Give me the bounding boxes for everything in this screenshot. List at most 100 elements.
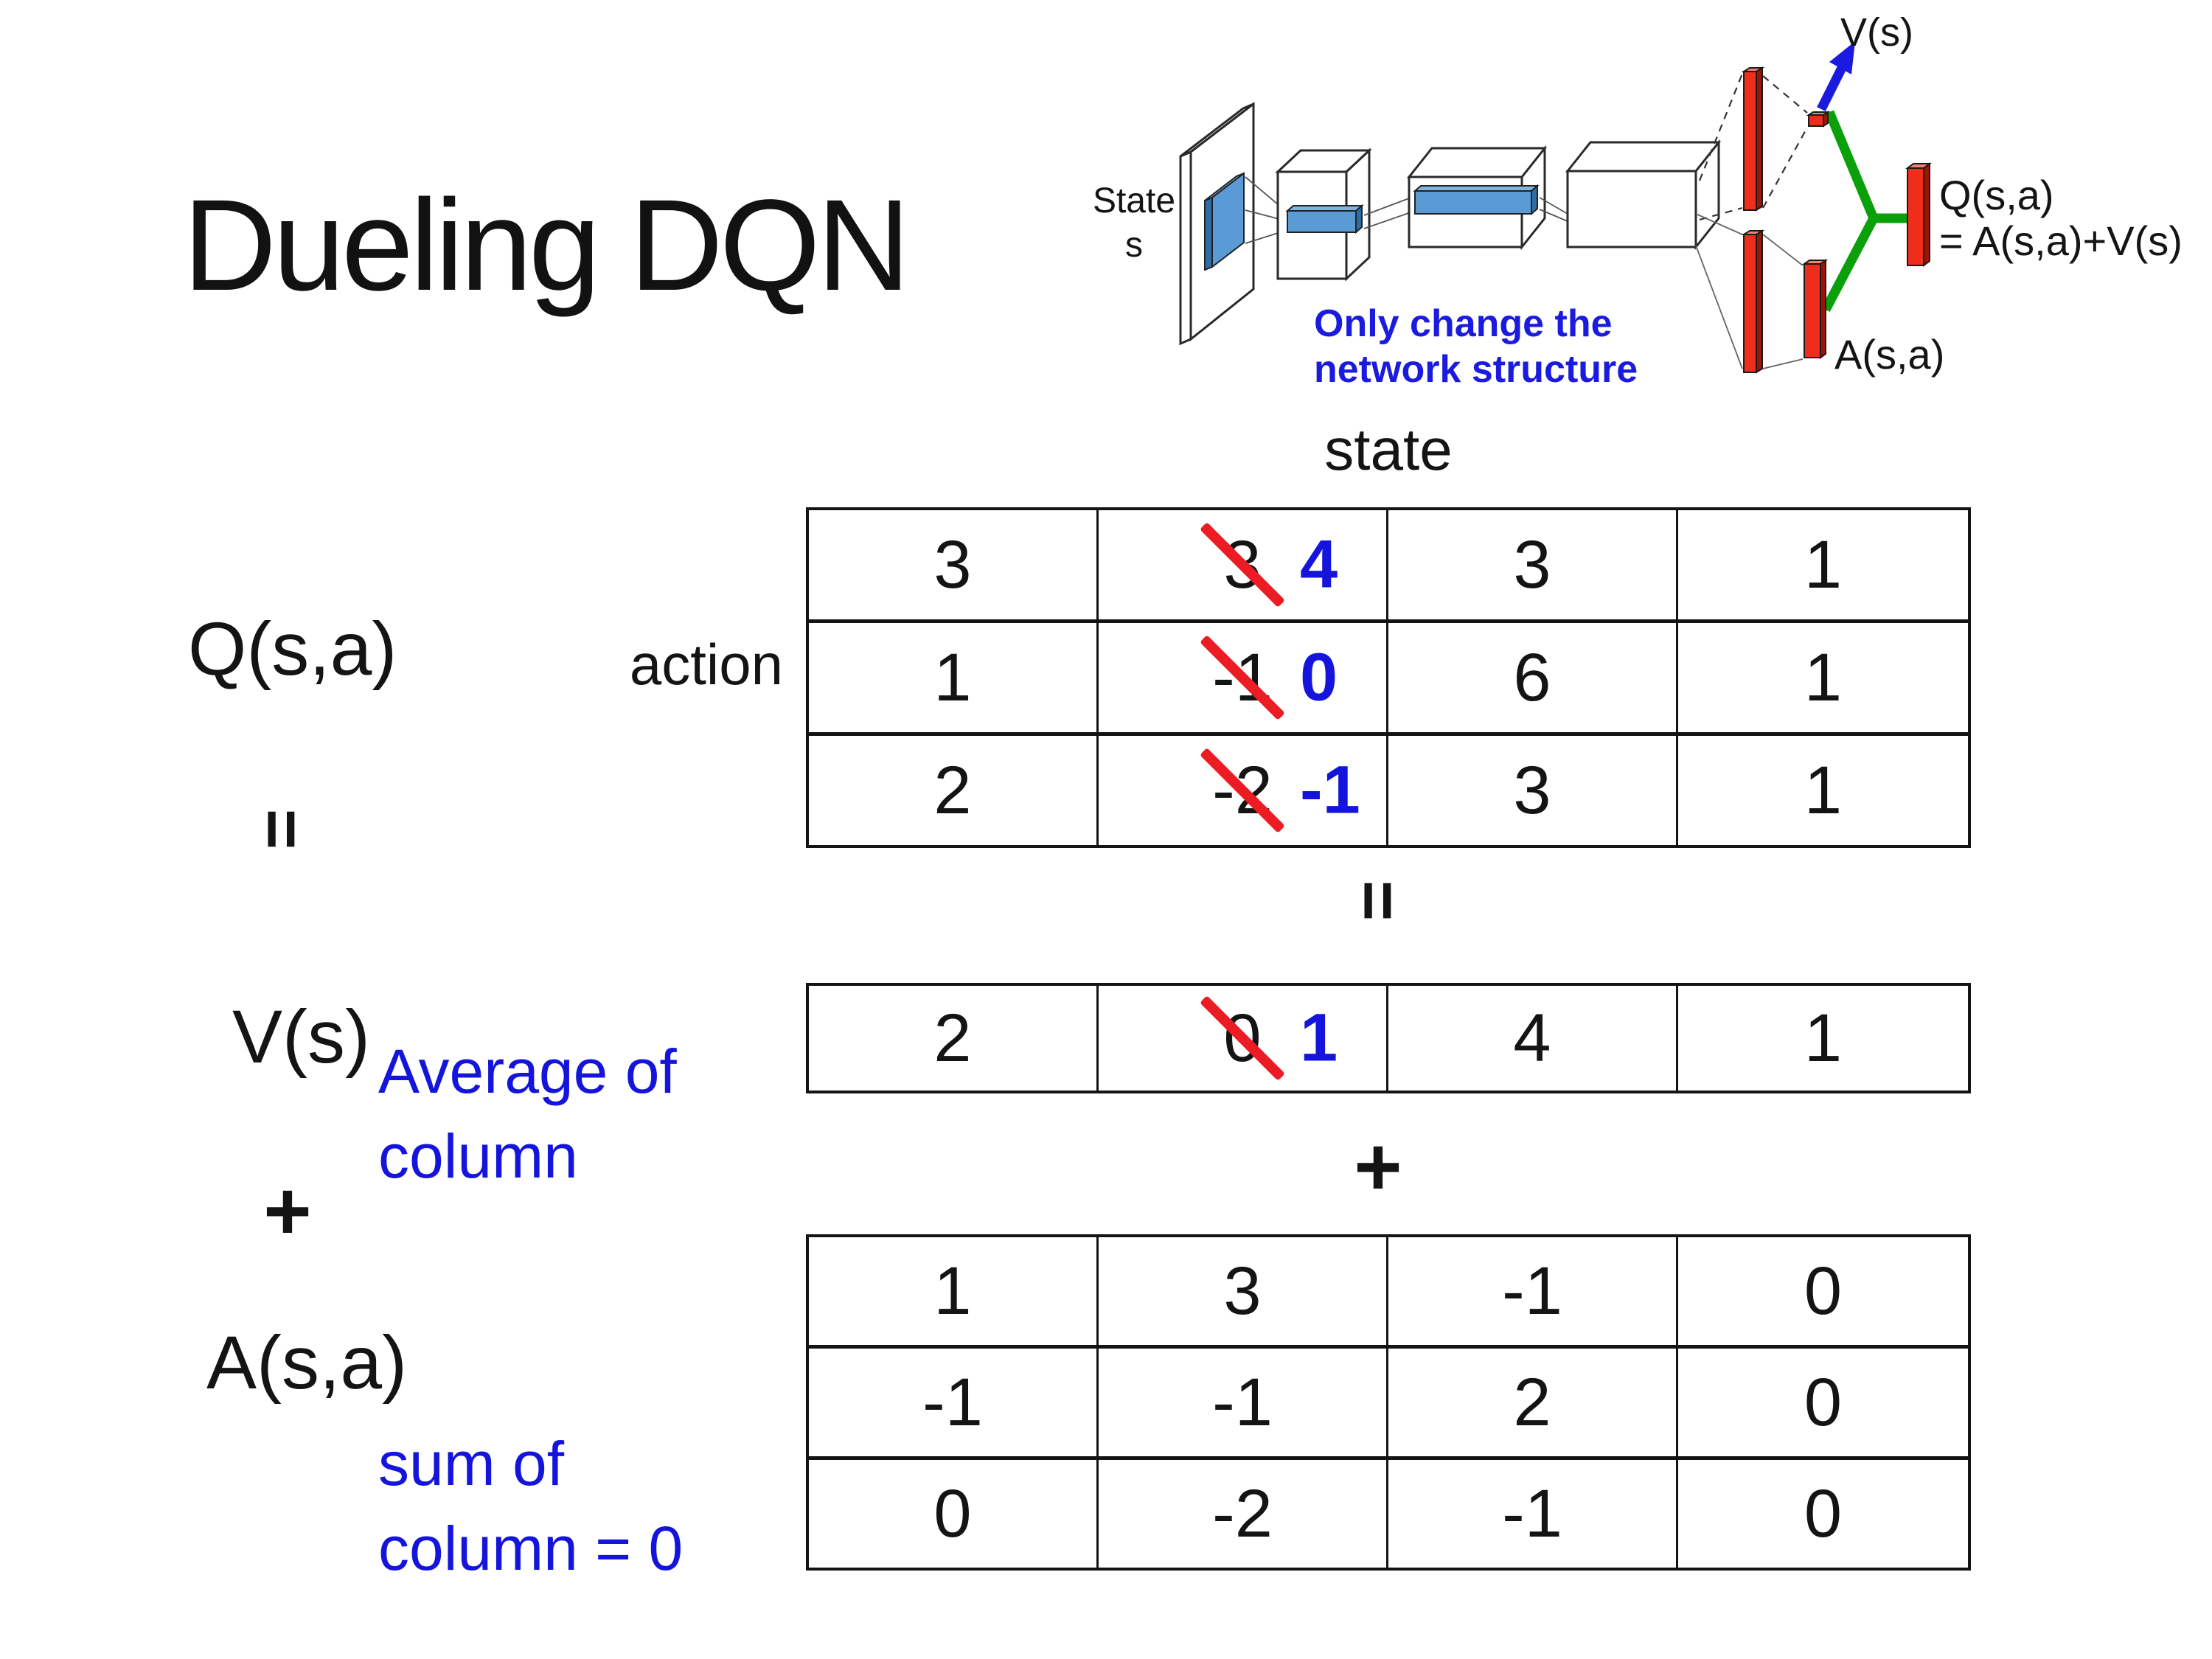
cell-value: -1 xyxy=(1502,1253,1562,1329)
average-note-line1: Average of xyxy=(378,1037,677,1106)
a-cell: 2 xyxy=(1388,1349,1678,1460)
q-cell: 1 xyxy=(1678,623,1968,736)
cell-value: 1 xyxy=(1804,639,1843,715)
fc-box xyxy=(1565,139,1722,251)
cell-value: 0 xyxy=(1804,1253,1843,1329)
cell-value: 6 xyxy=(1513,639,1551,715)
new-value: 1 xyxy=(1300,1000,1338,1076)
q-matrix: 3 3 4 3 1 1 -1 0 6 1 2 -2 -1 3 1 xyxy=(806,507,1971,848)
a-cell: -1 xyxy=(809,1349,1099,1460)
feature-slab-1 xyxy=(1285,204,1364,234)
cell-value: 0 xyxy=(1804,1475,1843,1551)
value-stream-links xyxy=(1698,73,1808,221)
diagram-note-line1: Only change the xyxy=(1314,302,1613,345)
q-cell: 6 xyxy=(1388,623,1678,736)
advantage-vector-bar xyxy=(1801,259,1829,359)
v-cell: 4 xyxy=(1388,986,1678,1091)
conv-filter-icon xyxy=(1204,171,1245,271)
q-cell: 3 xyxy=(1388,510,1678,623)
equals-glyph: = xyxy=(243,808,321,849)
cell-value: 3 xyxy=(1223,1253,1262,1329)
average-note-line2: column xyxy=(378,1121,578,1191)
cell-value: 3 xyxy=(1513,526,1551,602)
slide-title: Dueling DQN xyxy=(183,173,911,318)
cell-value: 3 xyxy=(1513,752,1551,828)
cell-value: 1 xyxy=(933,639,972,715)
a-cell: 1 xyxy=(809,1237,1099,1349)
plus-sign-center: + xyxy=(1354,1120,1402,1213)
equals-sign-center: = xyxy=(1330,852,1426,948)
diagram-v-label: V(s) xyxy=(1840,10,1913,55)
value-hidden-bar xyxy=(1741,66,1765,212)
average-note: Average of column xyxy=(378,1029,677,1199)
feature-slab-2 xyxy=(1413,184,1540,216)
v-cell: 1 xyxy=(1678,986,1968,1091)
q-cell-corrected: -1 0 xyxy=(1099,623,1388,736)
diagram-a-label: A(s,a) xyxy=(1834,331,1944,378)
diagram-note-line2: network structure xyxy=(1314,348,1638,391)
diagram-state-label-line1: State xyxy=(1093,181,1175,220)
a-cell: -1 xyxy=(1388,1460,1678,1568)
cell-value: 1 xyxy=(1804,1000,1843,1076)
old-value: -1 xyxy=(1200,635,1285,720)
a-cell: 0 xyxy=(1678,1349,1968,1460)
cell-value: -1 xyxy=(1212,1364,1273,1440)
plus-sign-left: + xyxy=(263,1164,312,1257)
v-output-arrow-icon xyxy=(1817,41,1855,111)
state-value-row: 2 0 1 4 1 xyxy=(806,983,1971,1093)
q-function-label: Q(s,a) xyxy=(188,607,397,691)
equals-glyph: = xyxy=(1339,880,1418,921)
state-header: state xyxy=(1324,417,1453,482)
cell-value: 1 xyxy=(1804,526,1843,602)
dueling-network-diagram: V(s) State s Q(s,a) = A(s,a)+V(s) A(s,a)… xyxy=(1093,10,2183,391)
cell-value: 2 xyxy=(933,1000,972,1076)
cell-value: 1 xyxy=(1804,752,1843,828)
q-cell: 1 xyxy=(809,623,1099,736)
combine-junction xyxy=(1821,110,1910,313)
diagram-q-label-line1: Q(s,a) xyxy=(1939,172,2054,218)
cell-value: 2 xyxy=(1513,1364,1551,1440)
cell-value: 2 xyxy=(933,752,972,828)
v-function-label: V(s) xyxy=(232,995,370,1079)
old-value: 0 xyxy=(1200,995,1285,1081)
new-value: 0 xyxy=(1300,639,1338,715)
advantage-matrix: 1 3 -1 0 -1 -1 2 0 0 -2 -1 0 xyxy=(806,1234,1971,1571)
cell-value: -1 xyxy=(922,1364,983,1440)
cell-value: -1 xyxy=(1502,1475,1562,1551)
new-value: 4 xyxy=(1300,526,1338,602)
q-cell: 3 xyxy=(1388,736,1678,845)
a-cell: 3 xyxy=(1099,1237,1388,1349)
cell-value: -2 xyxy=(1212,1475,1273,1551)
advantage-hidden-bar xyxy=(1741,229,1765,374)
a-function-label: A(s,a) xyxy=(206,1321,408,1405)
diagram-q-label-line2: = A(s,a)+V(s) xyxy=(1939,218,2183,264)
equals-sign-left: = xyxy=(234,781,330,877)
q-cell: 1 xyxy=(1678,736,1968,845)
a-cell: -1 xyxy=(1099,1349,1388,1460)
a-cell: -2 xyxy=(1099,1460,1388,1568)
q-cell-corrected: 3 4 xyxy=(1099,510,1388,623)
cell-value: 1 xyxy=(933,1253,972,1329)
sum-note: sum of column = 0 xyxy=(378,1422,683,1591)
a-cell: 0 xyxy=(809,1460,1099,1568)
new-value: -1 xyxy=(1300,752,1360,828)
a-cell: 0 xyxy=(1678,1460,1968,1568)
sum-note-line1: sum of xyxy=(378,1429,565,1498)
a-cell: 0 xyxy=(1678,1237,1968,1349)
q-cell: 3 xyxy=(809,510,1099,623)
sum-note-line2: column = 0 xyxy=(378,1514,684,1583)
q-cell: 2 xyxy=(809,736,1099,845)
a-cell: -1 xyxy=(1388,1237,1678,1349)
q-cell-corrected: -2 -1 xyxy=(1099,736,1388,845)
advantage-stream-links xyxy=(1695,213,1804,369)
action-header: action xyxy=(629,632,783,697)
cell-value: 0 xyxy=(933,1475,972,1551)
old-value: -2 xyxy=(1200,748,1285,833)
cell-value: 4 xyxy=(1513,1000,1551,1076)
value-scalar-node xyxy=(1806,111,1831,128)
cell-value: 0 xyxy=(1804,1364,1843,1440)
q-cell: 1 xyxy=(1678,510,1968,623)
q-output-bar xyxy=(1905,162,1932,267)
v-cell: 2 xyxy=(809,986,1099,1091)
